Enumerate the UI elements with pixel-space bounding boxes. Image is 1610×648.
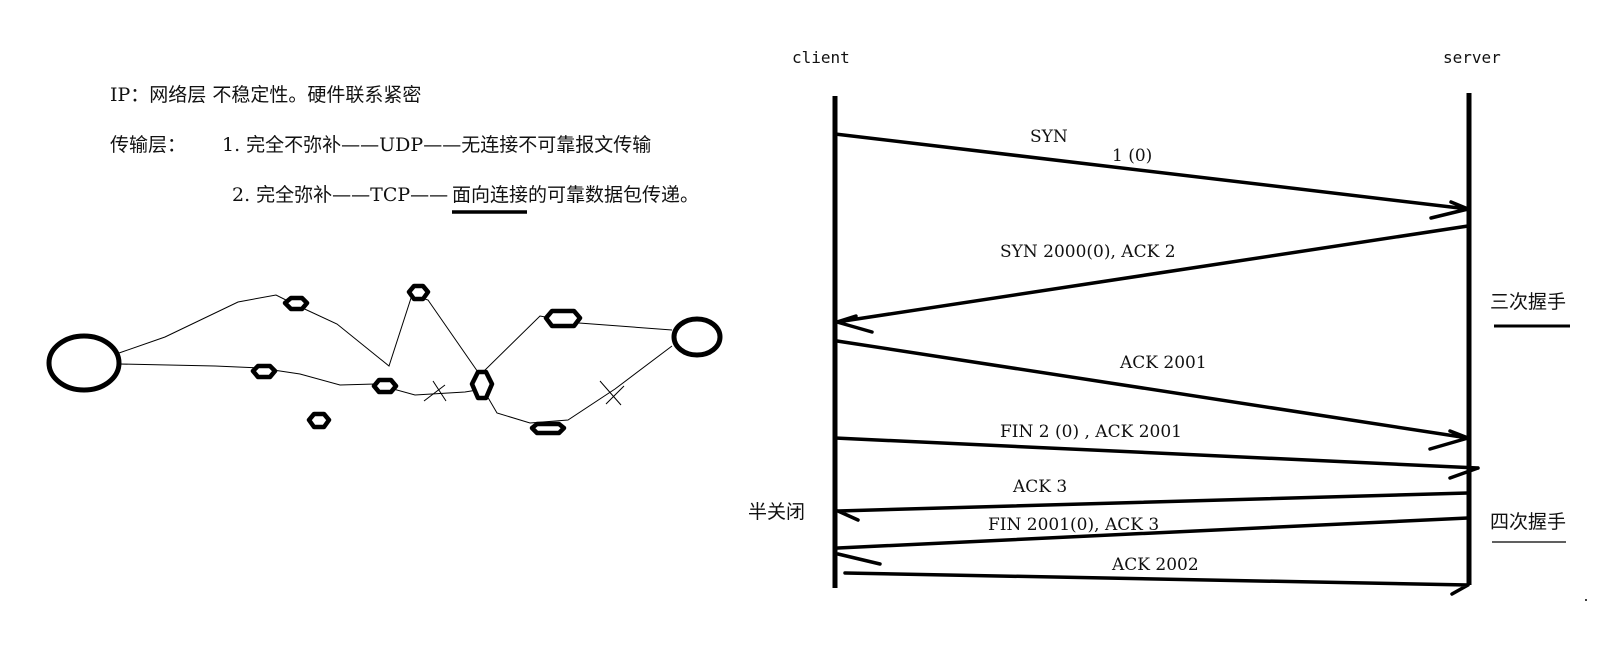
tcp-note-suffix: 的可靠数据包传递。 [528, 184, 699, 206]
syn-label: SYN [1030, 127, 1068, 147]
ip-note: IP：网络层 不稳定性。硬件联系紧密 [110, 84, 421, 106]
router-node [250, 363, 278, 380]
router-node [282, 295, 310, 312]
fin2-label: FIN 2001(0), ACK 3 [988, 515, 1159, 535]
message-arrows [833, 132, 1480, 596]
stray-dot [1585, 599, 1587, 601]
router-node [543, 308, 583, 329]
syn-seq-label: 1 (0) [1112, 146, 1152, 166]
ack2001-arrow [835, 339, 1470, 451]
broken-link-mark [599, 380, 625, 406]
notes-block: IP：网络层 不稳定性。硬件联系紧密 传输层： 1. 完全不弥补——UDP——无… [110, 84, 699, 214]
synack-label: SYN 2000(0), ACK 2 [1000, 242, 1176, 262]
host-node [46, 333, 122, 393]
router-nodes [250, 283, 583, 436]
transport-layer-label: 传输层： [110, 134, 186, 156]
sequence-diagram: client server SYN 1 (0) SYN 2000(0), ACK… [748, 48, 1587, 601]
router-node [306, 411, 332, 430]
upper-route [118, 294, 673, 376]
router-node [469, 369, 495, 401]
fin2-arrow [836, 516, 1470, 566]
host-node [671, 316, 723, 358]
network-links [118, 294, 673, 424]
udp-note: 1. 完全不弥补——UDP——无连接不可靠报文传输 [222, 134, 651, 156]
tcp-note-prefix: 2. 完全弥补——TCP—— [232, 184, 448, 206]
network-sketch [46, 283, 723, 436]
syn-arrow [833, 132, 1470, 220]
server-label: server [1443, 48, 1501, 67]
fin1-label: FIN 2 (0) , ACK 2001 [1000, 422, 1182, 442]
router-node [371, 377, 399, 395]
half-close-label: 半关闭 [748, 501, 805, 523]
ack2002-label: ACK 2002 [1111, 555, 1199, 575]
ack2002-arrow [843, 571, 1470, 596]
broken-link-mark [423, 380, 447, 402]
ack3-arrow [836, 491, 1470, 522]
ack3-label: ACK 3 [1012, 477, 1067, 497]
router-node [529, 421, 567, 436]
tcp-note-underlined: 面向连接 [452, 184, 528, 206]
ack2001-label: ACK 2001 [1119, 353, 1207, 373]
router-node [406, 283, 431, 302]
four-way-handshake-label: 四次握手 [1490, 511, 1566, 533]
fin1-arrow [833, 436, 1480, 480]
synack-arrow [835, 224, 1470, 334]
client-label: client [792, 48, 850, 67]
three-way-handshake-label: 三次握手 [1490, 291, 1566, 313]
